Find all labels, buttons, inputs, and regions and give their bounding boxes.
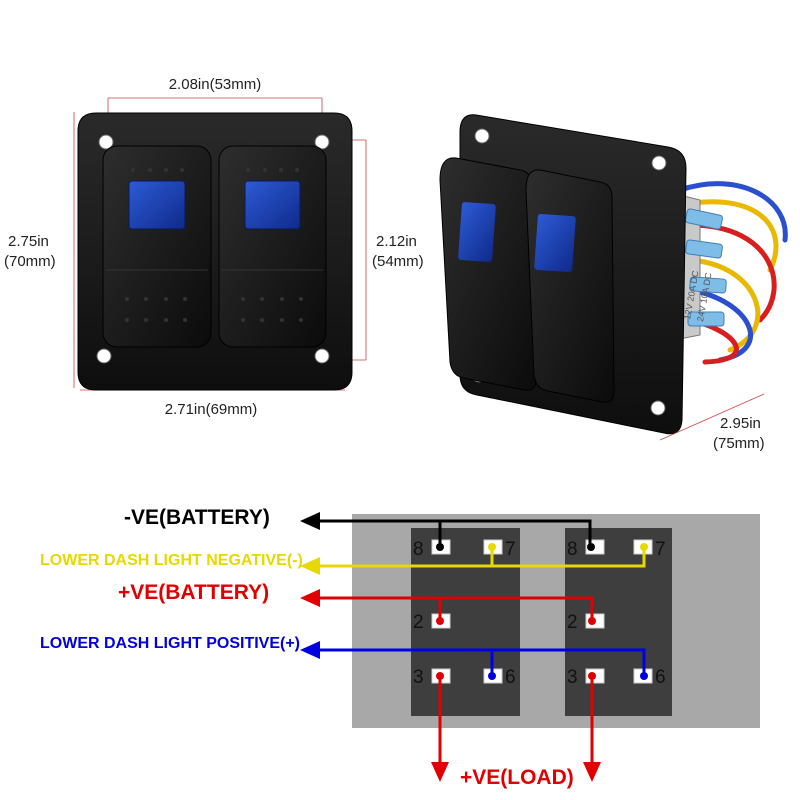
label-pos-load: +VE(LOAD) — [460, 766, 574, 789]
dim-depth-mm: (75mm) — [713, 435, 765, 452]
wire-neg-battery — [300, 512, 595, 551]
dim-bottom-width: 2.71in(69mm) — [165, 401, 258, 418]
screw-hole — [98, 134, 114, 150]
screw-hole — [314, 134, 330, 150]
dim-top-width: 2.08in(53mm) — [169, 76, 262, 93]
rocker-switch-left — [102, 145, 212, 348]
label-neg-battery: -VE(BATTERY) — [124, 506, 270, 529]
screw-hole — [650, 400, 666, 416]
wire-lower-dash-positive — [300, 641, 648, 680]
screw-hole — [651, 155, 667, 171]
pin-6-switch2: 6 — [655, 667, 666, 688]
pin-3-switch1: 3 — [413, 667, 424, 688]
indicator-light — [244, 180, 301, 230]
label-pos-battery: +VE(BATTERY) — [118, 581, 269, 604]
screw-hole — [96, 348, 112, 364]
switch-2-body — [565, 528, 672, 716]
rocker-switch-angled-left — [439, 157, 537, 391]
switch-1-body — [411, 528, 520, 716]
angled-view-panel: 12V 20A DC 24V 10A DC 2.95in (75mm) — [439, 114, 788, 452]
front-view-panel: 2.08in(53mm) 2.71in(69mm) 2.75in (70mm) … — [4, 76, 424, 418]
wire-lower-dash-negative — [300, 543, 648, 575]
pin-8-switch2: 8 — [567, 539, 578, 560]
wire-pos-battery — [300, 589, 596, 625]
pin-6-switch1: 6 — [505, 667, 516, 688]
label-lower-dash-positive: LOWER DASH LIGHT POSITIVE(+) — [40, 635, 300, 652]
screw-hole — [474, 128, 490, 144]
pin-7-switch1: 7 — [505, 539, 516, 560]
dim-depth-in: 2.95in — [720, 415, 761, 432]
rocker-switch-right — [218, 145, 327, 348]
wiring-diagram: 8 7 8 7 2 2 3 6 3 6 — [40, 506, 760, 789]
indicator-light — [128, 180, 186, 230]
screw-hole — [314, 348, 330, 364]
label-lower-dash-negative: LOWER DASH LIGHT NEGATIVE(-) — [40, 552, 303, 569]
pin-8-switch1: 8 — [413, 539, 424, 560]
pin-2-switch1: 2 — [413, 612, 424, 633]
wire-pos-load — [431, 672, 601, 782]
pin-2-switch2: 2 — [567, 612, 578, 633]
dim-right-height-in: 2.12in — [376, 233, 417, 250]
dim-left-height-mm: (70mm) — [4, 253, 56, 270]
pin-3-switch2: 3 — [567, 667, 578, 688]
dim-right-height-mm: (54mm) — [372, 253, 424, 270]
rocker-switch-angled-right — [525, 169, 615, 403]
dim-left-height-in: 2.75in — [8, 233, 49, 250]
pin-7-switch2: 7 — [655, 539, 666, 560]
